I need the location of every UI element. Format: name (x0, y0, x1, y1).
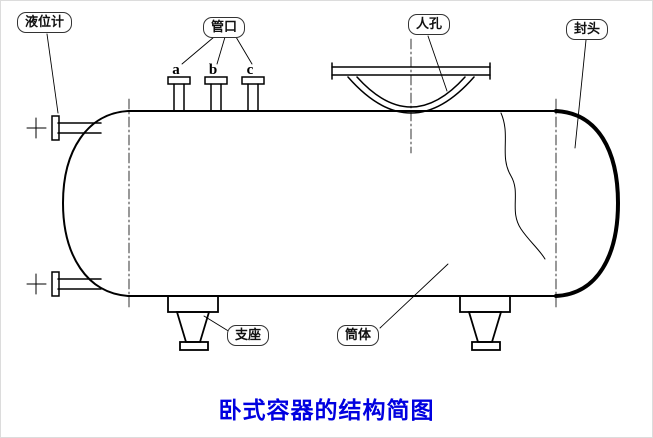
label-shell: 筒体 (337, 325, 380, 346)
label-manhole: 人孔 (408, 14, 451, 35)
label-level-gauge: 液位计 (17, 12, 73, 33)
head-break-wavy-line (500, 112, 546, 260)
leader-head (574, 39, 587, 149)
saddle-right (459, 295, 511, 351)
level-gauge-upper-nozzle (51, 115, 102, 141)
upper-nozzle-flange (51, 115, 60, 141)
nozzle-a-flange (167, 76, 191, 85)
nozzle-b-letter: b (209, 62, 217, 78)
left-head (61, 110, 130, 297)
nozzle-c-letter: c (247, 62, 254, 78)
saddle-left-base (179, 341, 209, 351)
leader-shell (379, 263, 449, 329)
manhole-flange (331, 62, 491, 80)
leader-nozzle-c (235, 36, 253, 65)
right-head (554, 109, 621, 298)
nozzle-b (204, 76, 228, 112)
figure-title: 卧式容器的结构简图 (218, 397, 435, 423)
nozzle-a-letter: a (172, 62, 180, 78)
label-nozzles: 管口 (203, 17, 246, 38)
saddle-left-top-plate (167, 295, 219, 313)
leader-nozzle-a (181, 36, 215, 65)
label-head: 封头 (566, 19, 609, 40)
level-gauge-lower-nozzle (51, 271, 102, 297)
saddle-right-top-plate (459, 295, 511, 313)
saddle-right-base (471, 341, 501, 351)
manhole (331, 38, 491, 154)
leader-level-gauge (46, 33, 59, 114)
nozzle-a (167, 76, 191, 112)
saddle-right-web (467, 311, 503, 343)
leader-lines (46, 33, 587, 333)
level-gauge-cross-lower (26, 273, 47, 295)
leader-support (203, 315, 231, 333)
nozzle-b-flange (204, 76, 228, 85)
leader-nozzle-b (216, 36, 226, 65)
manhole-neck-arcs (347, 76, 475, 114)
lower-nozzle-flange (51, 271, 60, 297)
vessel-shell (128, 110, 557, 297)
saddle-left (167, 295, 219, 351)
level-gauge-cross-upper (26, 117, 47, 139)
leader-manhole (427, 35, 448, 92)
label-support: 支座 (227, 325, 270, 346)
tangent-lines (128, 98, 557, 309)
nozzle-c-flange (241, 76, 265, 85)
nozzle-c (241, 76, 265, 112)
